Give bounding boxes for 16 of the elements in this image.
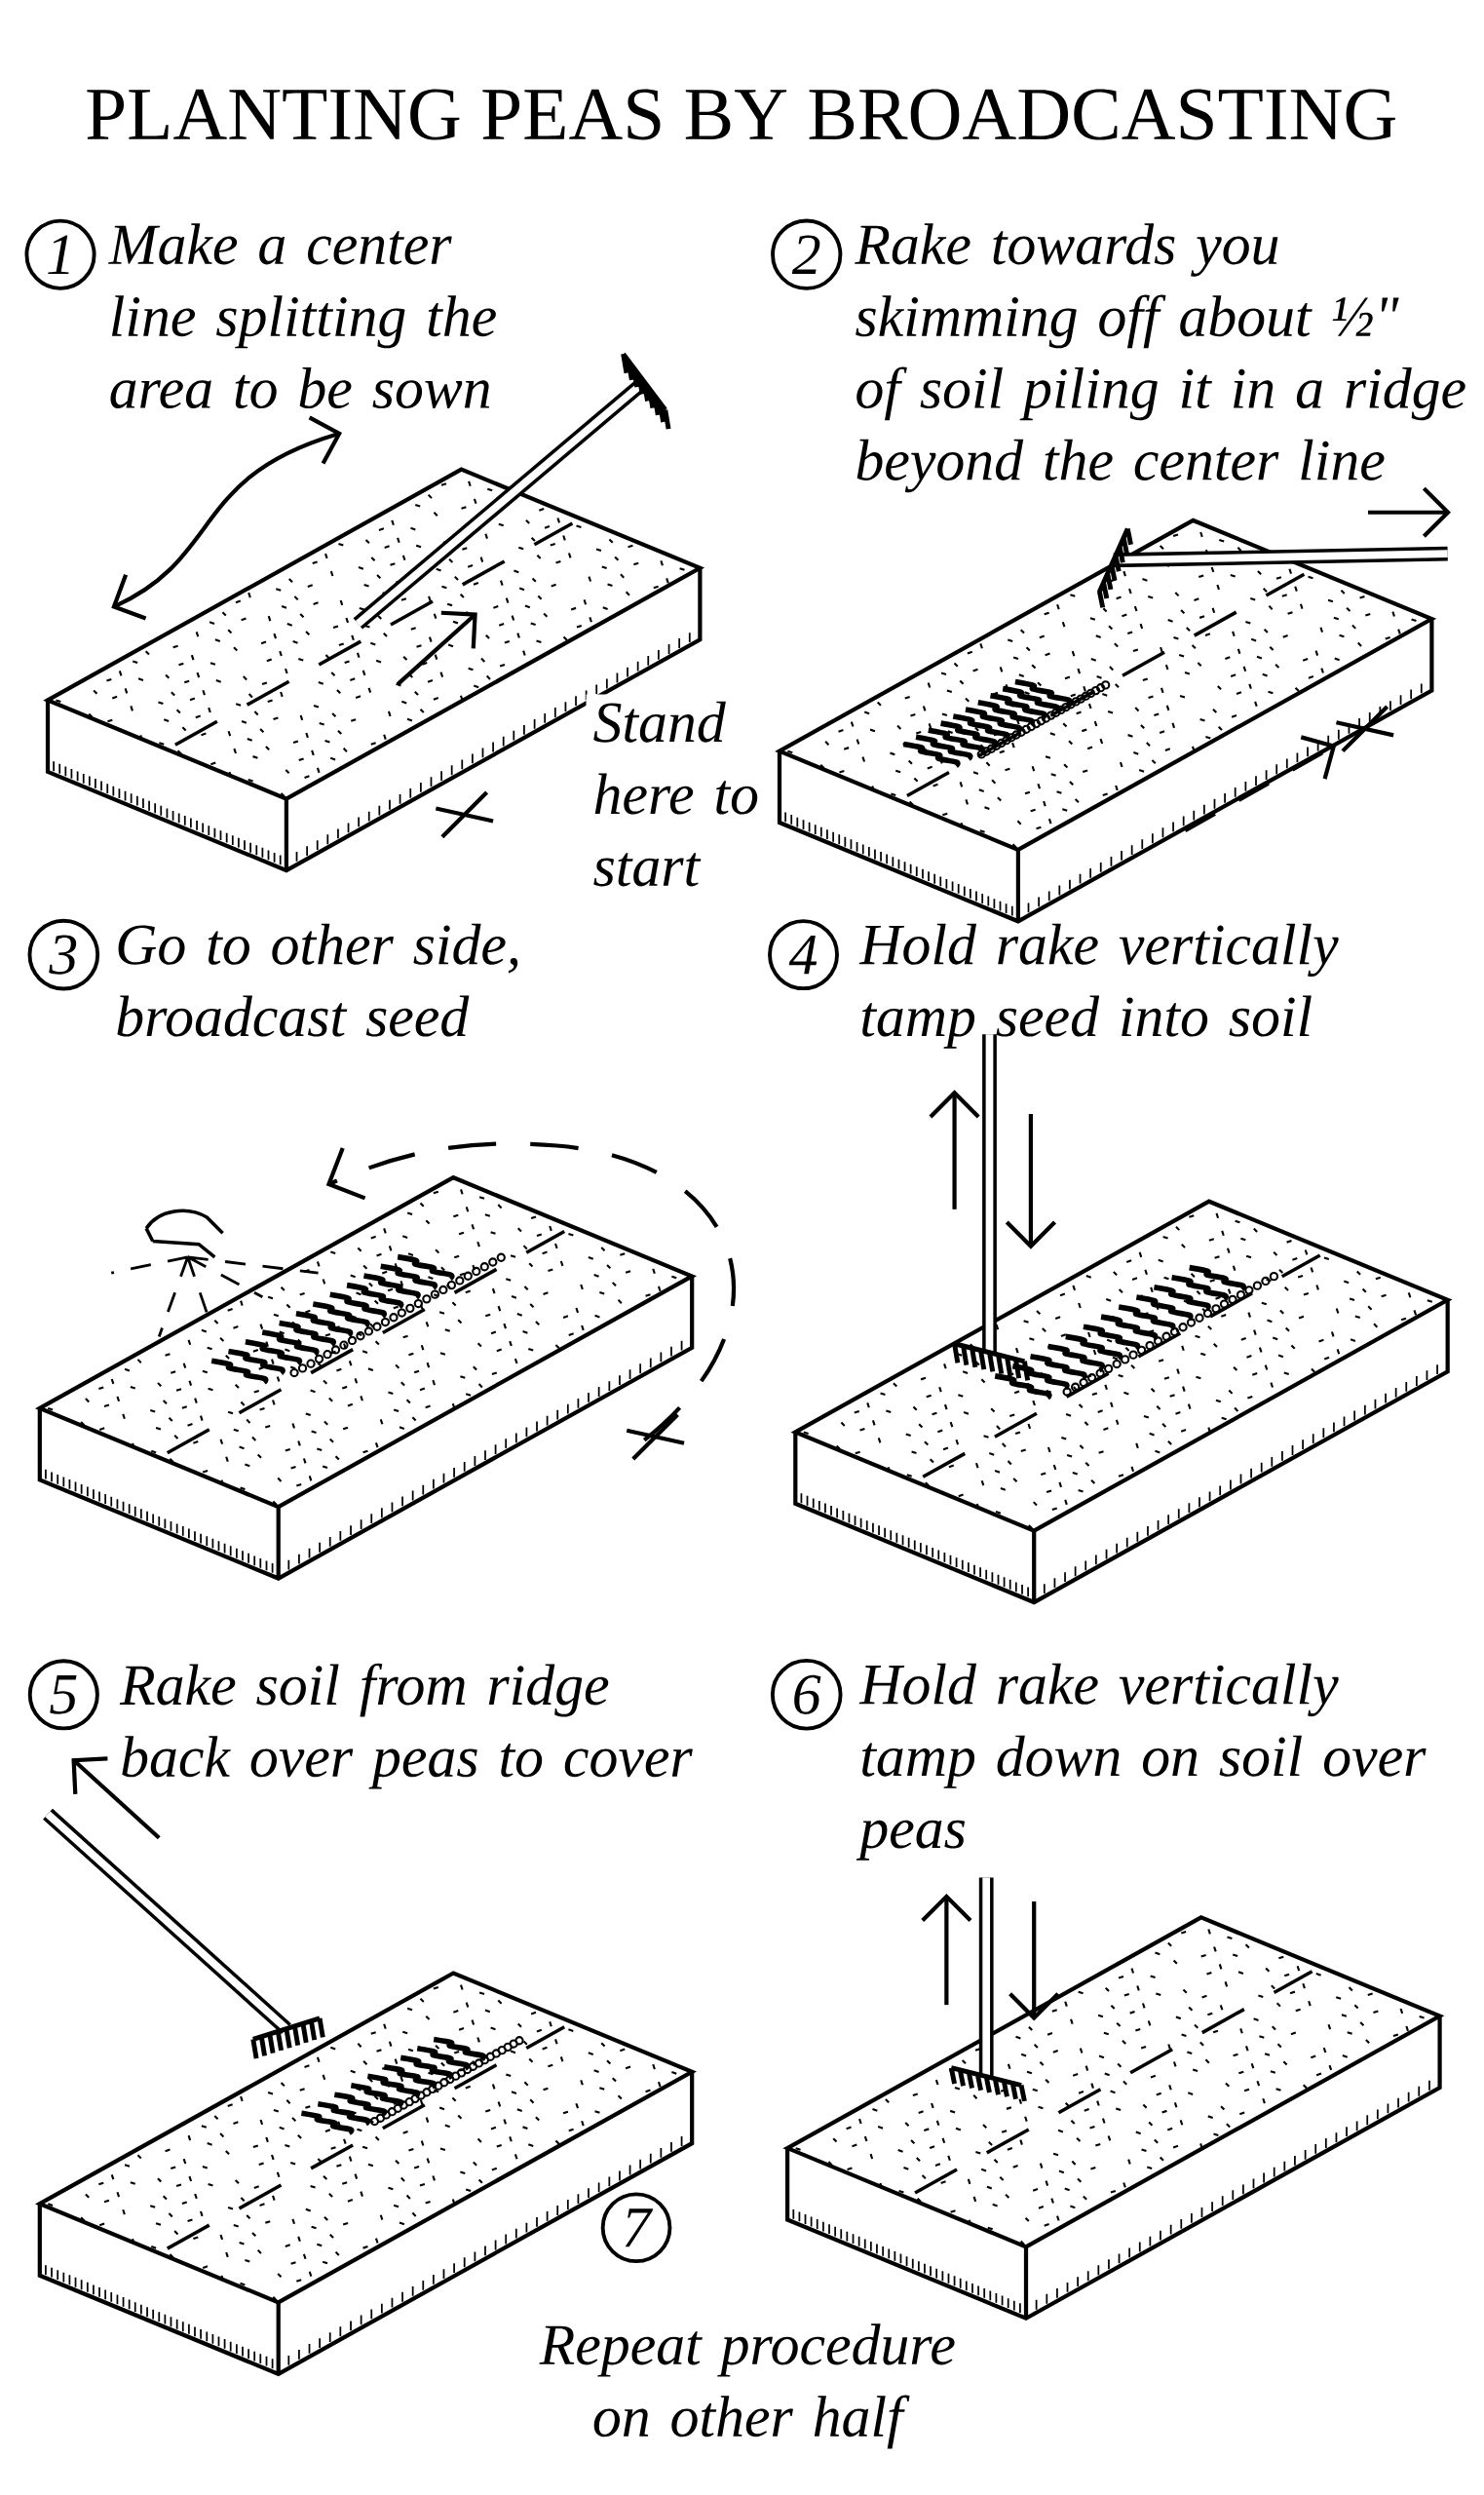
step-text: Hold rake vertically tamp seed into soil <box>858 923 1339 1049</box>
step-text: Make a center line splitting the area to be sown <box>107 223 496 409</box>
step-number: 1 <box>24 218 96 290</box>
step-text: Stand here to start <box>586 694 767 894</box>
step-text: Hold rake vertically tamp down on soil over peas <box>856 1663 1427 1861</box>
step-text: Repeat procedure on other half <box>539 2323 955 2449</box>
step-number: 4 <box>767 919 839 991</box>
title: PLANTING PEAS BY BROADCASTING <box>87 89 1395 140</box>
step-number: 7 <box>600 2192 672 2264</box>
step-text: Rake towards you skimming off about ½" of soil piling it in a ridge beyond the center line <box>855 223 1465 493</box>
step-text: Go to other side, broadcast seed <box>117 923 518 1037</box>
step-number: 2 <box>771 218 843 290</box>
step-number: 5 <box>27 1659 99 1731</box>
step-number: 6 <box>770 1659 843 1731</box>
step-number: 3 <box>27 918 99 991</box>
step-text: Rake soil from ridge back over peas to cover <box>119 1663 693 1789</box>
